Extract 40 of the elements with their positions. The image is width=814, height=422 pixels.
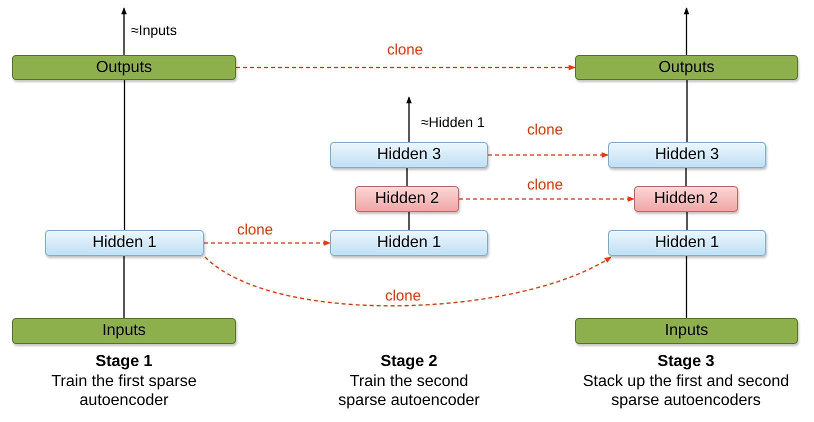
layer-box: Outputs <box>12 55 236 80</box>
stage-description: Stack up the first and second sparse autoencoders <box>582 372 790 410</box>
dashed-arrow <box>459 196 635 202</box>
edge-label: clone <box>383 288 423 304</box>
hidden-layer-box: Hidden 3 <box>330 142 488 168</box>
layer-box: Inputs <box>575 318 798 344</box>
dashed-arrow <box>204 256 612 306</box>
edge-label: clone <box>385 42 425 58</box>
hidden-layer-box: Hidden 2 <box>634 186 738 212</box>
hidden-layer-box: Hidden 3 <box>608 142 766 168</box>
layer-box: Outputs <box>575 55 798 80</box>
stage-title: Stage 2 <box>380 352 438 371</box>
connector-line <box>124 80 126 230</box>
stage-description: Train the second sparse autoencoder <box>337 372 481 410</box>
dashed-arrow <box>204 240 331 246</box>
edge-label: clone <box>235 222 275 238</box>
stage-title: Stage 1 <box>94 352 154 371</box>
dashed-arrow <box>236 64 576 70</box>
edge-label: clone <box>525 178 565 192</box>
stage-title: Stage 3 <box>656 352 716 371</box>
edge-label: clone <box>525 122 565 138</box>
connector-line <box>686 80 688 142</box>
connector-line <box>685 168 687 186</box>
connector-line <box>686 256 688 318</box>
arrow <box>121 7 127 55</box>
hidden-layer-box: Hidden 1 <box>608 230 766 256</box>
arrow-label: ≈Inputs <box>131 21 178 40</box>
hidden-layer-box: Hidden 1 <box>45 230 204 256</box>
dashed-arrow <box>488 152 609 158</box>
connector-line <box>686 212 688 230</box>
hidden-layer-box: Hidden 2 <box>355 186 459 212</box>
connector-line <box>406 168 408 186</box>
arrow-label: ≈Hidden 1 <box>421 113 486 132</box>
connector-line <box>123 256 125 318</box>
arrow <box>684 7 690 55</box>
hidden-layer-box: Hidden 1 <box>330 230 488 256</box>
connector-line <box>408 212 410 230</box>
arrow <box>406 96 412 142</box>
layer-box: Inputs <box>12 318 236 344</box>
stage-description: Train the first sparse autoencoder <box>50 372 198 410</box>
